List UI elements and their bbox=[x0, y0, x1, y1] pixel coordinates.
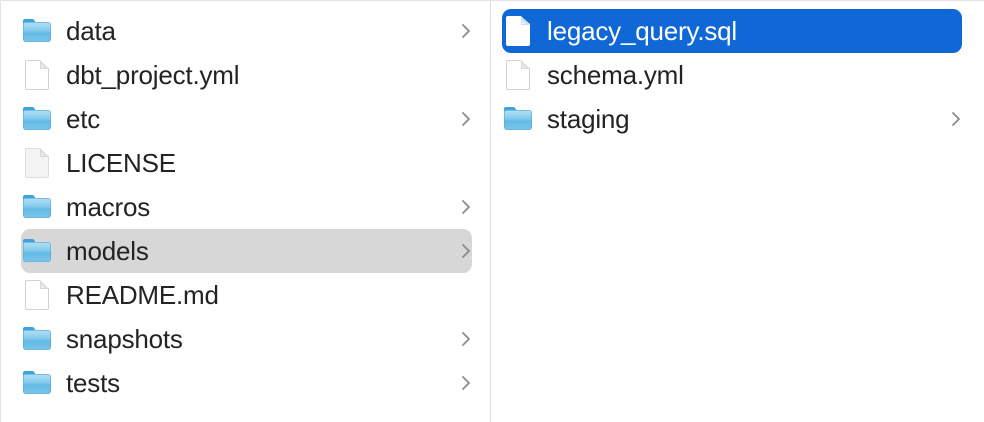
chevron-right-icon bbox=[460, 109, 472, 129]
file-row[interactable]: dbt_project.yml bbox=[21, 53, 472, 97]
item-label: dbt_project.yml bbox=[66, 60, 240, 90]
file-row[interactable]: legacy_query.sql bbox=[502, 9, 962, 53]
folder-icon bbox=[22, 15, 52, 47]
chevron-right-icon bbox=[460, 373, 472, 393]
chevron-right-icon bbox=[460, 329, 472, 349]
item-label: legacy_query.sql bbox=[547, 16, 737, 46]
folder-row[interactable]: etc bbox=[21, 97, 472, 141]
file-icon bbox=[22, 147, 52, 179]
folder-icon bbox=[22, 235, 52, 267]
folder-icon bbox=[503, 103, 533, 135]
item-label: data bbox=[66, 16, 116, 46]
folder-row[interactable]: tests bbox=[21, 361, 472, 405]
chevron-right-icon bbox=[460, 197, 472, 217]
item-label: staging bbox=[547, 104, 630, 134]
file-icon bbox=[22, 279, 52, 311]
chevron-right-icon bbox=[460, 21, 472, 41]
item-label: LICENSE bbox=[66, 148, 176, 178]
item-label: macros bbox=[66, 192, 151, 222]
item-label: etc bbox=[66, 104, 101, 134]
file-icon bbox=[503, 15, 533, 47]
file-icon bbox=[503, 59, 533, 91]
folder-icon bbox=[22, 103, 52, 135]
finder-column-child: legacy_query.sql schema.yml staging bbox=[491, 1, 984, 422]
item-label: tests bbox=[66, 368, 120, 398]
chevron-right-icon bbox=[460, 241, 472, 261]
item-label: snapshots bbox=[66, 324, 183, 354]
folder-row[interactable]: data bbox=[21, 9, 472, 53]
folder-row[interactable]: models bbox=[21, 229, 472, 273]
item-label: models bbox=[66, 236, 149, 266]
file-icon bbox=[22, 59, 52, 91]
file-row[interactable]: LICENSE bbox=[21, 141, 472, 185]
file-row[interactable]: README.md bbox=[21, 273, 472, 317]
chevron-right-icon bbox=[950, 109, 962, 129]
folder-icon bbox=[22, 367, 52, 399]
file-row[interactable]: schema.yml bbox=[502, 53, 962, 97]
item-label: README.md bbox=[66, 280, 219, 310]
item-label: schema.yml bbox=[547, 60, 684, 90]
folder-row[interactable]: macros bbox=[21, 185, 472, 229]
folder-row[interactable]: snapshots bbox=[21, 317, 472, 361]
folder-row[interactable]: staging bbox=[502, 97, 962, 141]
folder-icon bbox=[22, 191, 52, 223]
folder-icon bbox=[22, 323, 52, 355]
